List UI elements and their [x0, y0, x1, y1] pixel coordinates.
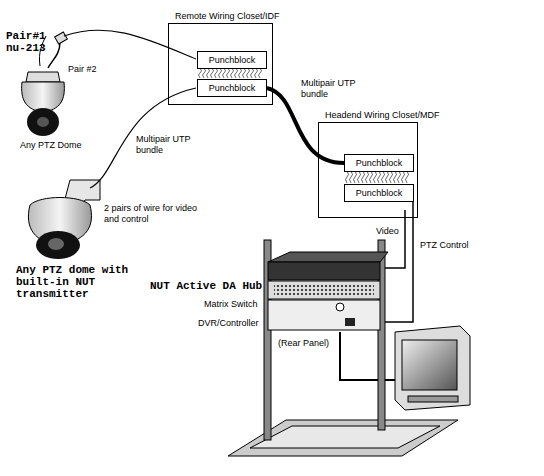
equipment-rack [228, 240, 458, 456]
diagram-label: Video [376, 226, 399, 237]
wire-stroke [235, 68, 238, 78]
block-label: Punchblock [209, 83, 256, 94]
diagram-label: (Rear Panel) [278, 338, 329, 349]
wire-stroke [211, 68, 214, 78]
wire-stroke [398, 171, 401, 183]
wire-stroke [203, 68, 206, 78]
punchblock-box: Punchblock [344, 154, 414, 172]
wire-stroke [378, 171, 381, 183]
punchblock-box: Punchblock [197, 79, 267, 97]
diagram-label: PTZ Control [420, 240, 469, 251]
wire-stroke [402, 171, 405, 183]
diagram-label: Any PTZ dome with built-in NUT transmitt… [16, 264, 134, 300]
wire-stroke [247, 68, 250, 78]
wire-stroke [394, 171, 397, 183]
diagram-label: NUT Active DA Hub [150, 280, 262, 292]
wire-stroke [215, 68, 218, 78]
wire-stroke [207, 68, 210, 78]
wire-stroke [374, 171, 377, 183]
wire-stroke [350, 171, 353, 183]
cross-connect-wires [199, 68, 409, 183]
closet-heading: Remote Wiring Closet/IDF [175, 11, 280, 22]
wire-stroke [199, 68, 202, 78]
diagram-label: 2 pairs of wire for video and control [104, 203, 204, 225]
wire-stroke [358, 171, 361, 183]
block-label: Punchblock [356, 158, 403, 169]
block-label: Punchblock [356, 188, 403, 199]
wire-stroke [231, 68, 234, 78]
wire-stroke [255, 68, 258, 78]
wire-stroke [251, 68, 254, 78]
diagram-label: Any PTZ Dome [20, 140, 82, 151]
video-line [383, 210, 405, 268]
wiring-closet: Remote Wiring Closet/IDFPunchblockPunchb… [168, 23, 273, 105]
wire-stroke [239, 68, 242, 78]
wire-stroke [382, 171, 385, 183]
wire-stroke [366, 171, 369, 183]
wire-stroke [259, 68, 262, 78]
wire-stroke [406, 171, 409, 183]
closet-heading: Headend Wiring Closet/MDF [325, 110, 440, 121]
monitor-cable [340, 332, 395, 380]
pair-wire [64, 30, 196, 59]
ptz-dome-wall-camera [28, 180, 100, 259]
wire-stroke [227, 68, 230, 78]
punchblock-box: Punchblock [344, 184, 414, 202]
wire-stroke [243, 68, 246, 78]
punchblock-box: Punchblock [197, 51, 267, 69]
wire-stroke [354, 171, 357, 183]
wire-stroke [370, 171, 373, 183]
edge-label: Multipair UTP bundle [300, 78, 357, 100]
wire-stroke [219, 68, 222, 78]
wiring-closet: Headend Wiring Closet/MDFPunchblockPunch… [318, 122, 418, 218]
wire-stroke [390, 171, 393, 183]
diagram-label: Pair#1 nu-213 [6, 30, 54, 54]
block-label: Punchblock [209, 55, 256, 66]
diagram-label: Pair #2 [68, 64, 97, 75]
wire-stroke [346, 171, 349, 183]
wire-stroke [223, 68, 226, 78]
diagram-label: DVR/Controller [198, 318, 259, 329]
wire-stroke [386, 171, 389, 183]
video-monitor [395, 326, 470, 410]
diagram-label: Matrix Switch [204, 299, 258, 310]
wire-stroke [362, 171, 365, 183]
pair-wire [90, 88, 196, 188]
diagram-label: Multipair UTP bundle [136, 134, 191, 156]
